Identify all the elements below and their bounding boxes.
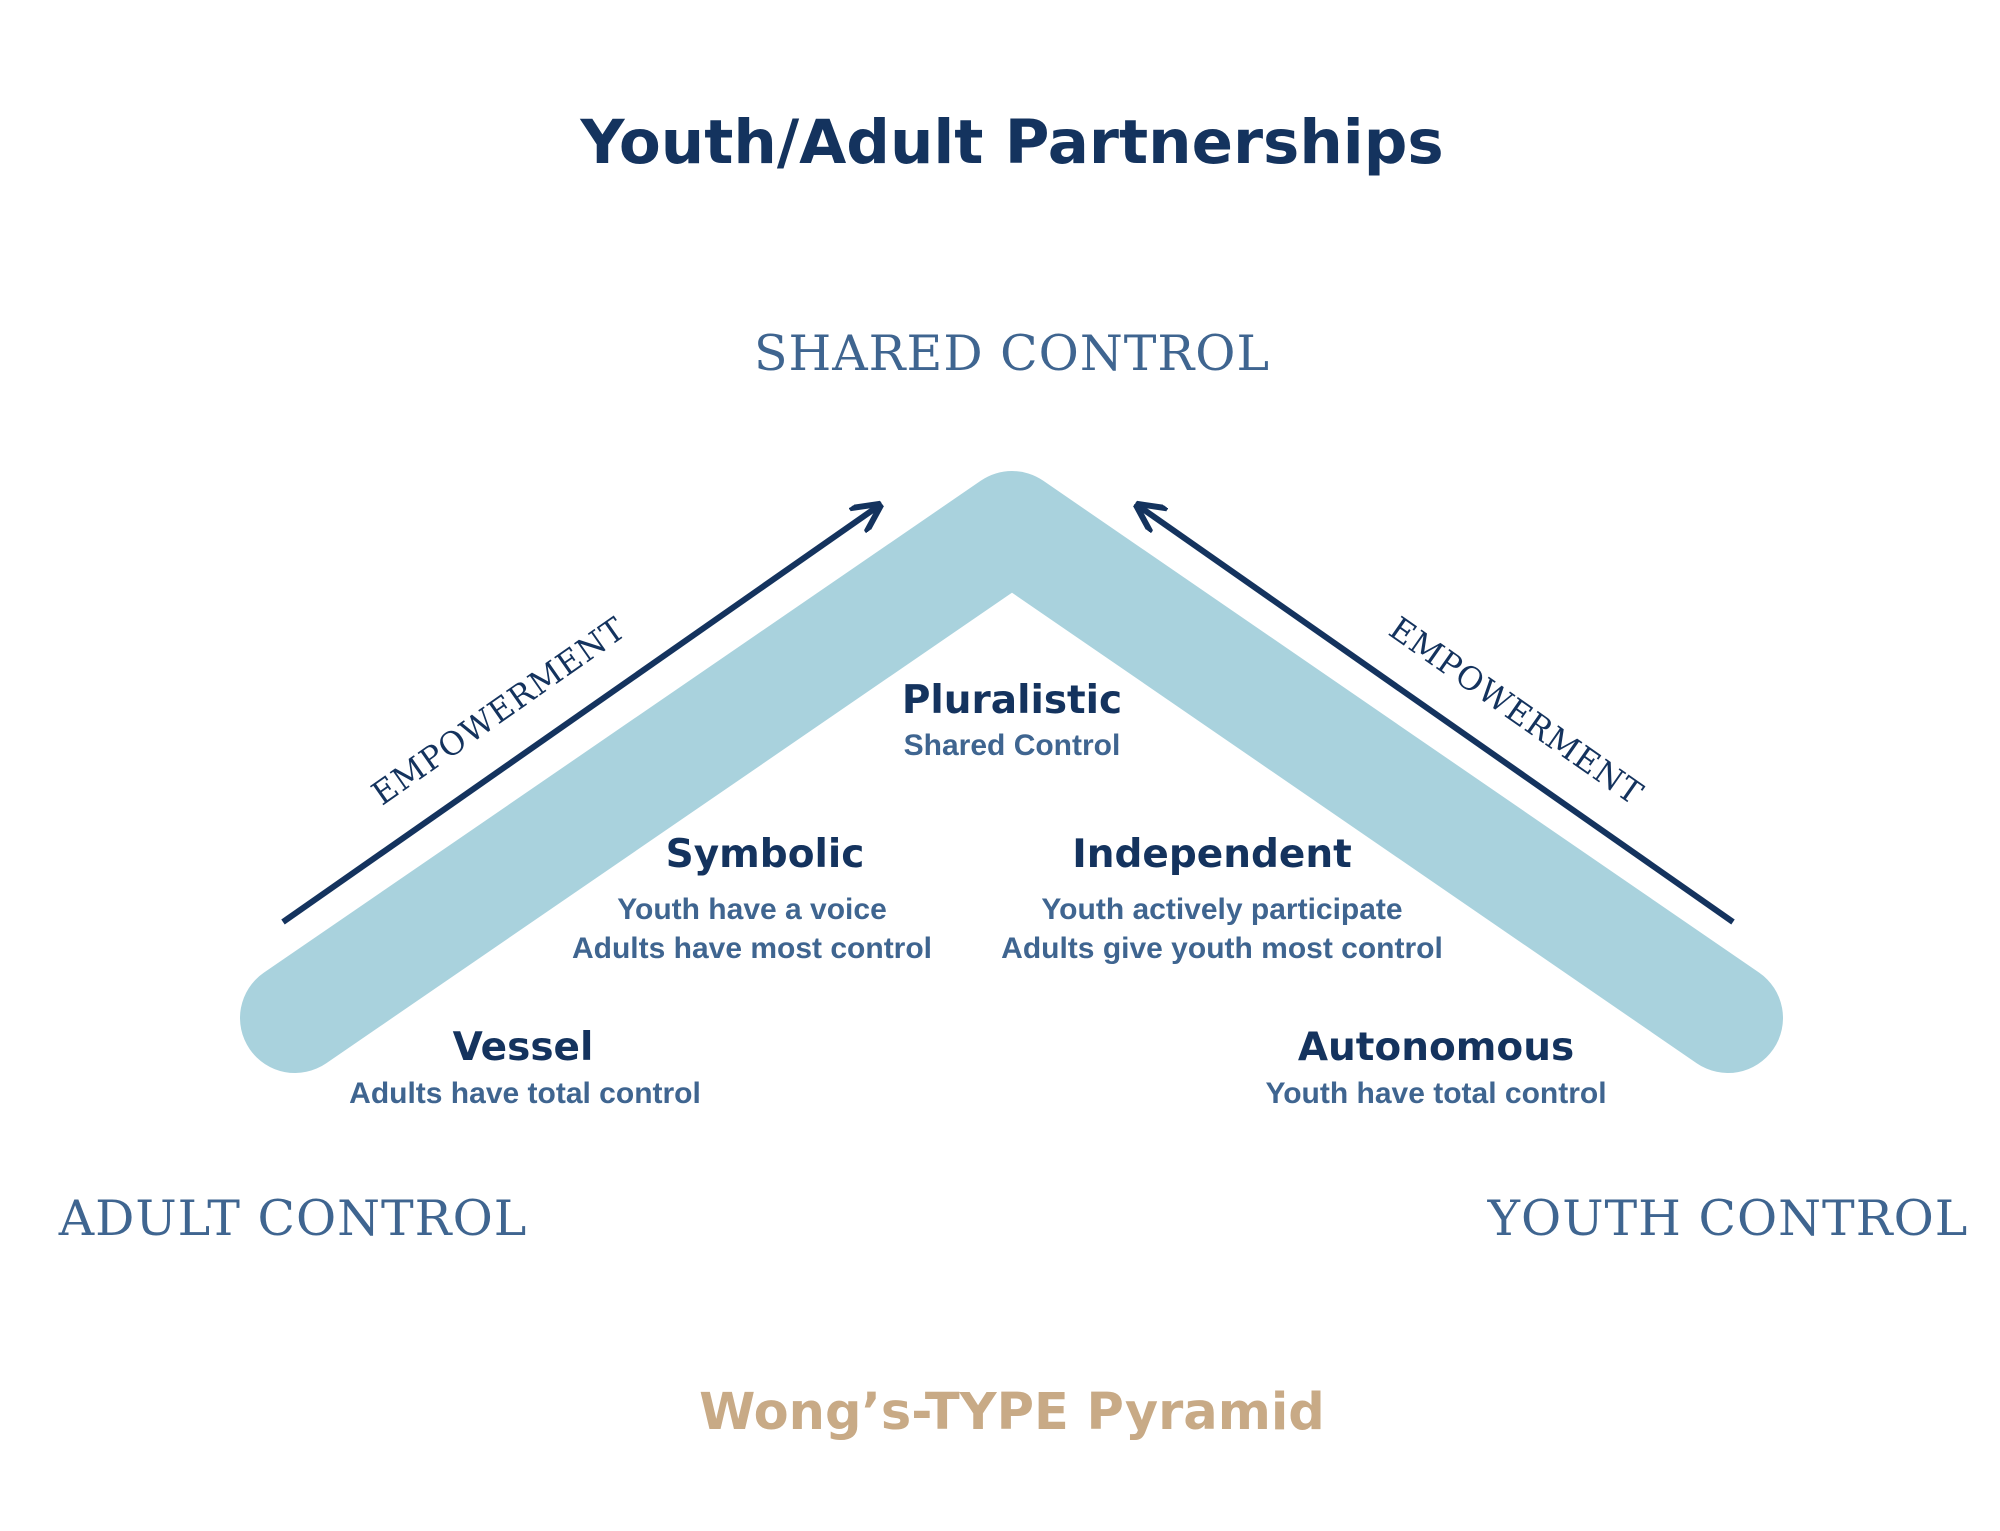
left-empowerment-arrow <box>281 507 877 925</box>
stage-desc-line: Shared Control <box>903 729 1121 762</box>
stage-desc-line: Adults give youth most control <box>1001 932 1443 965</box>
stage-symbolic-desc: Youth have a voice Adults have most cont… <box>572 890 932 968</box>
stage-desc-line: Youth actively participate <box>1041 893 1403 926</box>
stage-desc-line: Adults have most control <box>571 932 933 965</box>
shared-control-label: SHARED CONTROL <box>753 325 1271 382</box>
youth-control-label: YOUTH CONTROL <box>1487 1190 1969 1247</box>
adult-control-label: ADULT CONTROL <box>58 1190 528 1247</box>
page-title: Youth/Adult Partnerships <box>580 107 1444 178</box>
stage-pluralistic-desc: Shared Control <box>904 726 1121 765</box>
stage-vessel-name: Vessel <box>452 1025 594 1070</box>
stage-symbolic-name: Symbolic <box>665 832 865 877</box>
pyramid-band <box>240 471 1783 1073</box>
stage-independent-name: Independent <box>1072 832 1352 877</box>
stage-autonomous-desc: Youth have total control <box>1265 1074 1606 1113</box>
stage-independent-desc: Youth actively participate Adults give y… <box>1001 890 1443 968</box>
stage-vessel-desc: Adults have total control <box>349 1074 701 1113</box>
stage-pluralistic-name: Pluralistic <box>901 678 1123 723</box>
stage-desc-line: Adults have total control <box>349 1077 701 1110</box>
diagram-subtitle: Wong’s-TYPE Pyramid <box>699 1383 1325 1442</box>
stage-desc-line: Youth have a voice <box>617 893 887 926</box>
stage-autonomous-name: Autonomous <box>1297 1025 1575 1070</box>
right-empowerment-arrow <box>1140 507 1735 925</box>
stage-desc-line: Youth have total control <box>1265 1077 1607 1110</box>
